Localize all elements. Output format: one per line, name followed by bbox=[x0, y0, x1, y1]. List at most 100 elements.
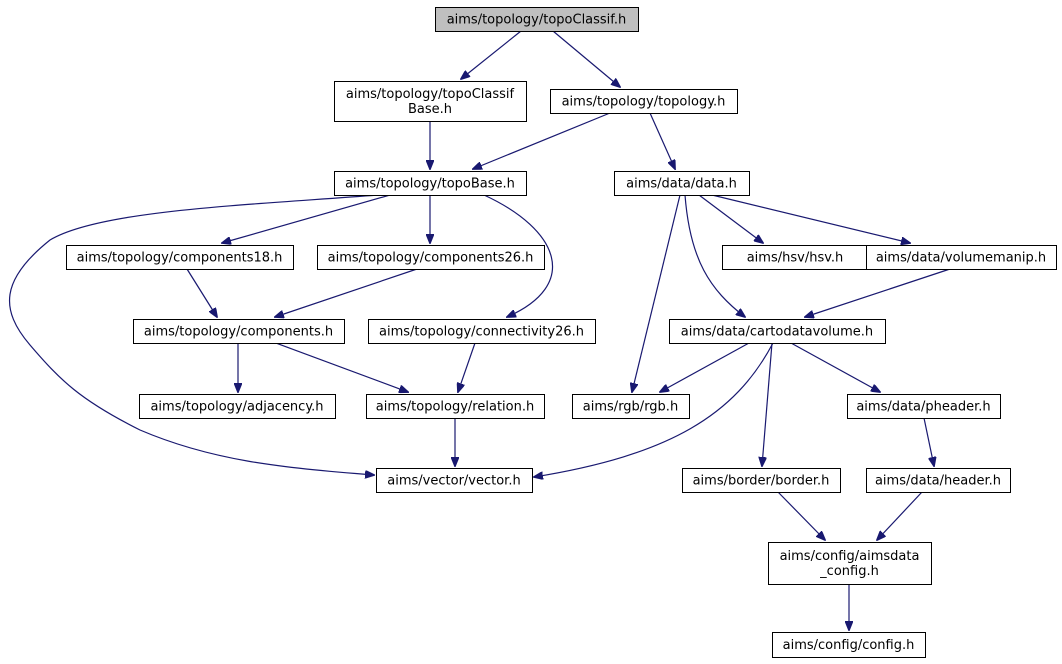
node-topoBase[interactable]: aims/topology/topoBase.h bbox=[334, 171, 527, 196]
edge-arrow bbox=[222, 194, 391, 243]
node-adjacency[interactable]: aims/topology/adjacency.h bbox=[139, 394, 336, 419]
node-pheader[interactable]: aims/data/pheader.h bbox=[847, 394, 1001, 419]
node-topology[interactable]: aims/topology/topology.h bbox=[550, 89, 738, 114]
node-box bbox=[682, 468, 841, 493]
node-box bbox=[768, 542, 932, 585]
node-label: aims/data/header.h bbox=[875, 474, 1001, 489]
edge-cartodatavolume-to-border bbox=[762, 342, 773, 466]
node-box bbox=[722, 245, 869, 270]
node-components[interactable]: aims/topology/components.h bbox=[133, 319, 345, 344]
edge-arrow bbox=[534, 342, 774, 477]
edge-data-to-hsv bbox=[698, 194, 763, 243]
node-box bbox=[368, 319, 596, 344]
edge-topoBase-to-connectivity26 bbox=[483, 194, 553, 317]
edge-data-to-cartodatavolume bbox=[684, 194, 745, 317]
node-box bbox=[847, 394, 1001, 419]
node-box bbox=[550, 89, 738, 114]
edge-components-to-relation bbox=[275, 342, 408, 392]
edge-header-to-aimsdata_config bbox=[877, 491, 923, 540]
node-data[interactable]: aims/data/data.h bbox=[614, 171, 750, 196]
edge-arrow bbox=[458, 342, 476, 392]
edge-arrow bbox=[275, 342, 408, 392]
node-border[interactable]: aims/border/border.h bbox=[682, 468, 841, 493]
node-label: aims/rgb/rgb.h bbox=[583, 400, 678, 415]
edge-arrow bbox=[552, 30, 620, 87]
node-label: aims/hsv/hsv.h bbox=[747, 251, 844, 266]
edge-topology-to-data bbox=[649, 112, 675, 169]
edge-arrow bbox=[684, 194, 745, 317]
edge-arrow bbox=[660, 342, 750, 392]
edge-arrow bbox=[805, 268, 951, 317]
node-box bbox=[376, 468, 533, 493]
edge-topoClassif-to-topology bbox=[552, 30, 620, 87]
node-volumemanip[interactable]: aims/data/volumemanip.h bbox=[866, 245, 1057, 270]
node-label: aims/topology/components18.h bbox=[77, 251, 283, 266]
node-label: aims/config/config.h bbox=[783, 638, 915, 653]
node-label: aims/topology/adjacency.h bbox=[150, 400, 323, 415]
edge-topoBase-to-components18 bbox=[222, 194, 391, 243]
edges-layer bbox=[8, 30, 951, 630]
node-box bbox=[139, 394, 336, 419]
node-label: aims/border/border.h bbox=[693, 474, 830, 489]
node-box bbox=[334, 81, 527, 122]
node-components18[interactable]: aims/topology/components18.h bbox=[66, 245, 294, 270]
node-hsv[interactable]: aims/hsv/hsv.h bbox=[722, 245, 869, 270]
edge-arrow bbox=[711, 194, 910, 243]
edge-cartodatavolume-to-vector bbox=[534, 342, 774, 477]
edge-cartodatavolume-to-pheader bbox=[790, 342, 880, 392]
edge-topoBase-to-vector bbox=[8, 194, 379, 475]
edge-arrow bbox=[8, 194, 379, 475]
edge-components18-to-components bbox=[186, 268, 217, 317]
edge-arrow bbox=[473, 112, 611, 169]
node-label: aims/data/cartodatavolume.h bbox=[681, 325, 873, 340]
node-label: aims/data/pheader.h bbox=[856, 400, 990, 415]
node-cartodatavolume[interactable]: aims/data/cartodatavolume.h bbox=[669, 319, 886, 344]
node-components26[interactable]: aims/topology/components26.h bbox=[317, 245, 545, 270]
node-label: aims/topology/components.h bbox=[144, 325, 333, 340]
edge-arrow bbox=[632, 194, 681, 392]
edge-arrow bbox=[698, 194, 763, 243]
edge-pheader-to-header bbox=[923, 417, 934, 466]
node-label: _config.h bbox=[819, 564, 879, 579]
edge-data-to-volumemanip bbox=[711, 194, 910, 243]
node-box bbox=[133, 319, 345, 344]
edge-arrow bbox=[275, 268, 418, 317]
node-box bbox=[66, 245, 294, 270]
node-relation[interactable]: aims/topology/relation.h bbox=[366, 394, 545, 419]
edge-arrow bbox=[461, 30, 522, 79]
edge-arrow bbox=[762, 342, 773, 466]
node-label: aims/data/volumemanip.h bbox=[876, 251, 1046, 266]
node-label: aims/data/data.h bbox=[626, 177, 737, 192]
edge-topoClassif-to-topoClassifBase bbox=[461, 30, 522, 79]
node-box bbox=[669, 319, 886, 344]
node-box bbox=[614, 171, 750, 196]
node-aimsdata_config[interactable]: aims/config/aimsdata_config.h bbox=[768, 542, 932, 585]
node-box bbox=[772, 632, 926, 658]
node-label: aims/topology/components26.h bbox=[328, 251, 534, 266]
edge-arrow bbox=[483, 194, 553, 317]
node-label: aims/topology/connectivity26.h bbox=[379, 325, 584, 340]
node-label: aims/topology/topoBase.h bbox=[345, 177, 515, 192]
node-connectivity26[interactable]: aims/topology/connectivity26.h bbox=[368, 319, 596, 344]
edge-volumemanip-to-cartodatavolume bbox=[805, 268, 951, 317]
node-label: Base.h bbox=[408, 102, 452, 117]
node-box bbox=[866, 245, 1057, 270]
node-box bbox=[334, 171, 527, 196]
node-label: aims/topology/topology.h bbox=[562, 95, 726, 110]
node-label: aims/topology/relation.h bbox=[376, 400, 534, 415]
edge-arrow bbox=[649, 112, 675, 169]
node-config[interactable]: aims/config/config.h bbox=[772, 632, 926, 658]
edge-data-to-rgb bbox=[632, 194, 681, 392]
node-topoClassif: aims/topology/topoClassif.h bbox=[435, 7, 639, 32]
node-rgb[interactable]: aims/rgb/rgb.h bbox=[572, 394, 690, 419]
edge-arrow bbox=[777, 491, 825, 540]
edge-arrow bbox=[186, 268, 217, 317]
node-label: aims/config/aimsdata bbox=[780, 549, 920, 564]
node-box bbox=[572, 394, 690, 419]
node-box bbox=[435, 7, 639, 32]
edge-arrow bbox=[790, 342, 880, 392]
node-vector[interactable]: aims/vector/vector.h bbox=[376, 468, 533, 493]
node-header[interactable]: aims/data/header.h bbox=[866, 468, 1011, 493]
